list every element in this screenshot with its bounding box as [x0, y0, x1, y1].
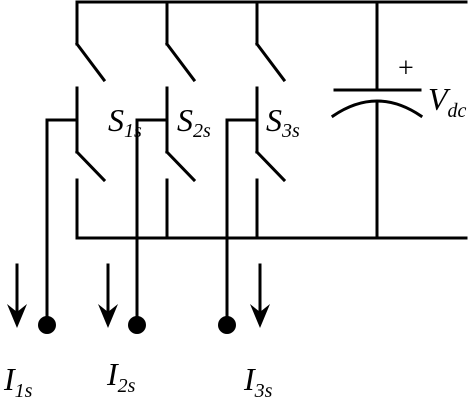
current-label-1: I1s [3, 361, 33, 402]
switch-leg-3 [218, 0, 287, 334]
current-label-3: I3s [243, 361, 273, 402]
switch-leg-2 [128, 0, 197, 334]
current-arrow-3 [250, 263, 270, 328]
capacitor-plus-sign: + [398, 53, 414, 84]
switch-label-1: S1s [108, 102, 142, 142]
current-arrow-1 [7, 263, 27, 328]
dc-link-capacitor [330, 0, 424, 240]
switch-leg-1 [38, 0, 107, 334]
current-label-2: I2s [106, 356, 136, 397]
switch-label-3: S3s [266, 102, 300, 142]
switch-label-2: S2s [177, 102, 211, 142]
capacitor-voltage-label: Vdc [428, 81, 467, 122]
current-arrow-2 [98, 263, 118, 328]
terminal-3-dot [218, 316, 236, 334]
terminal-2-dot [128, 316, 146, 334]
terminal-1-dot [38, 316, 56, 334]
